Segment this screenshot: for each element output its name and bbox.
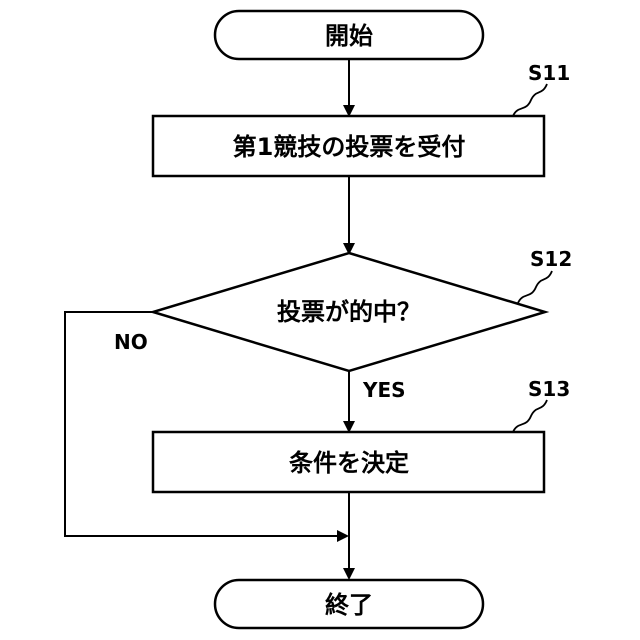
step-label-s13: S13: [528, 377, 570, 401]
leader-s12: [518, 271, 552, 303]
step-label-s12: S12: [530, 247, 572, 271]
decision-label-s12: 投票が的中？: [277, 298, 421, 326]
process-label-s11: 第1競技の投票を受付: [233, 133, 466, 161]
decision-diamond-s12: 投票が的中？: [153, 253, 545, 371]
no-label: NO: [114, 330, 148, 354]
end-label: 終了: [325, 591, 373, 619]
process-box-s13: 条件を決定: [153, 432, 544, 492]
process-label-s13: 条件を決定: [289, 449, 409, 477]
step-label-s11: S11: [528, 61, 570, 85]
leader-s13: [513, 400, 547, 432]
yes-label: YES: [362, 378, 406, 402]
leader-s11: [513, 84, 547, 116]
start-label: 開始: [325, 22, 373, 50]
end-terminal: 終了: [215, 580, 483, 628]
process-box-s11: 第1競技の投票を受付: [153, 116, 544, 176]
start-terminal: 開始: [215, 11, 483, 59]
